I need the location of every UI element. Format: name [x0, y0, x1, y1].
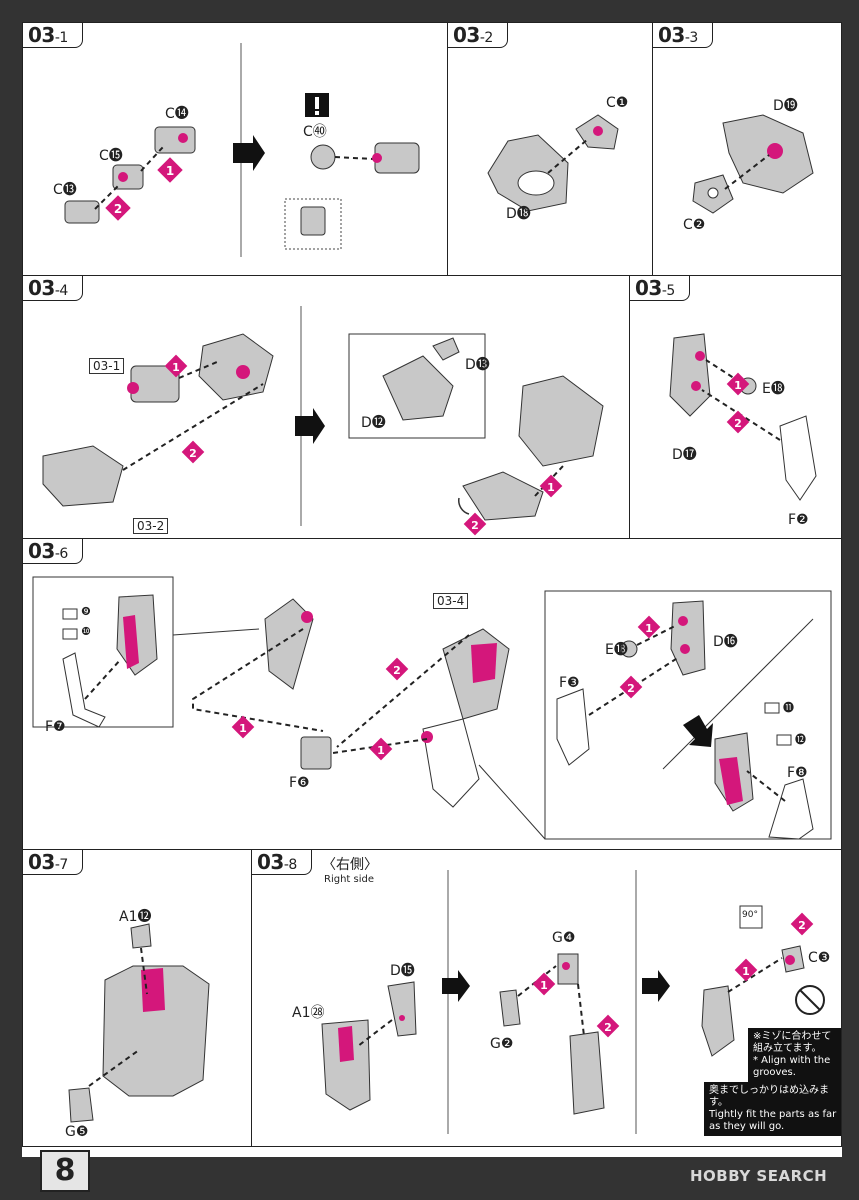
- step-label: 03-8: [252, 850, 312, 875]
- ref-03-2: 03-2: [133, 518, 169, 534]
- step-03-5-illustration: 1 2: [669, 333, 817, 501]
- label-g2: G❷: [490, 1036, 514, 1052]
- ref-03-1: 03-1: [89, 358, 125, 374]
- watermark: HOBBY SEARCH: [690, 1167, 828, 1185]
- label-c3: C❸: [808, 950, 831, 966]
- sticker-11: ⓫: [783, 701, 794, 714]
- step-03-4-panel: 03-4 1 2: [22, 275, 630, 539]
- label-d16: D⓰: [713, 634, 738, 650]
- groove-note-jp: ※ミゾに合わせて組み立てます。: [753, 1031, 832, 1054]
- label-d17: D⓱: [672, 447, 697, 463]
- sticker-icon: [62, 628, 78, 640]
- svg-text:1: 1: [547, 481, 555, 494]
- svg-text:2: 2: [604, 1021, 612, 1034]
- svg-text:1: 1: [166, 164, 174, 178]
- step-03-8-panel: 03-8 〈右側〉 Right side 1: [251, 849, 842, 1147]
- tight-fit-note-jp: 奥までしっかりはめ込みます。: [709, 1085, 829, 1108]
- label-g5: G❺: [65, 1124, 89, 1140]
- label-a1-28: A1㉘: [292, 1005, 325, 1021]
- tight-fit-note: 奥までしっかりはめ込みます。 Tightly fit the parts as …: [704, 1082, 841, 1136]
- label-e18: E⓲: [605, 642, 628, 658]
- sticker-9: ❾: [81, 605, 91, 618]
- label-f8: F❽: [787, 765, 808, 781]
- step-03-2-panel: 03-2 C❶ D⓲: [447, 22, 653, 276]
- label-d13: D⓭: [465, 357, 490, 373]
- svg-text:1: 1: [172, 361, 180, 374]
- part-c13: [64, 200, 100, 224]
- step-label: 03-1: [23, 23, 83, 48]
- label-d15: D⓯: [390, 963, 415, 979]
- label-e18: E⓲: [762, 381, 785, 397]
- step-03-2-illustration: [487, 114, 619, 212]
- label-c2: C❷: [683, 217, 706, 233]
- tight-fit-note-en: Tightly fit the parts as far as they wil…: [709, 1109, 837, 1132]
- label-a1-12: A1⓬: [119, 909, 152, 925]
- label-d19: D⓳: [773, 98, 798, 114]
- sticker-12: ⓬: [795, 733, 806, 746]
- groove-note-en: * Align with the grooves.: [753, 1055, 831, 1078]
- groove-note: ※ミゾに合わせて組み立てます。 * Align with the grooves…: [748, 1028, 841, 1082]
- svg-text:2: 2: [114, 202, 122, 216]
- sticker-icon: [764, 702, 780, 714]
- next-arrow-icon: [442, 970, 470, 1002]
- next-arrow-icon: [642, 970, 670, 1002]
- label-f6: F❻: [289, 775, 310, 791]
- step-03-1-panel: 03-1 1 2: [22, 22, 448, 276]
- label-d18: D⓲: [506, 206, 531, 222]
- label-c40: C㊵: [303, 124, 327, 140]
- svg-text:1: 1: [742, 965, 750, 978]
- step-03-8-illustration: 1 2 1 2: [321, 870, 825, 1134]
- svg-text:1: 1: [734, 379, 742, 392]
- step-03-7-illustration: [68, 923, 210, 1123]
- angle-label: 90°: [742, 910, 758, 920]
- label-f2: F❷: [788, 512, 809, 528]
- rotate-icon: [458, 497, 470, 515]
- step-label: 03-4: [23, 276, 83, 301]
- label-c14: C⓮: [165, 106, 189, 122]
- step-label: 03-3: [653, 23, 713, 48]
- label-c13: C⓭: [53, 182, 77, 198]
- step-label: 03-7: [23, 850, 83, 875]
- sticker-icon: [776, 734, 792, 746]
- svg-text:1: 1: [645, 622, 653, 635]
- instruction-sheet: 03-1 1 2: [22, 22, 842, 1157]
- label-g4: G❹: [552, 930, 576, 946]
- svg-text:2: 2: [189, 447, 197, 460]
- step-03-7-panel: 03-7 A1⓬ G❺: [22, 849, 252, 1147]
- svg-text:2: 2: [471, 519, 479, 532]
- step-03-6-panel: 03-6 1 2: [22, 538, 842, 850]
- label-f3: F❸: [559, 675, 580, 691]
- sticker-10: ❿: [81, 625, 91, 638]
- step-03-5-panel: 03-5 1 2 E⓲ D⓱ F❷: [629, 275, 842, 539]
- label-f7: F❼: [45, 719, 66, 735]
- step-03-1-illustration: 1 2: [64, 43, 420, 257]
- side-label-jp: 〈右側〉: [322, 857, 378, 873]
- label-d12: D⓬: [361, 415, 386, 431]
- step-03-3-illustration: [692, 114, 814, 214]
- svg-text:2: 2: [798, 919, 806, 932]
- step-label: 03-6: [23, 539, 83, 564]
- step-label: 03-2: [448, 23, 508, 48]
- ref-03-4: 03-4: [433, 593, 469, 609]
- step-label: 03-5: [630, 276, 690, 301]
- step-03-3-panel: 03-3 D⓳ C❷: [652, 22, 842, 276]
- step-03-6-illustration: 1 2 1 1: [32, 576, 832, 840]
- label-c1: C❶: [606, 95, 629, 111]
- svg-text:1: 1: [239, 722, 247, 735]
- step-03-4-illustration: 1 2 1 2: [42, 306, 604, 536]
- side-label-en: Right side: [324, 874, 374, 885]
- next-arrow-icon: [233, 135, 265, 171]
- svg-text:2: 2: [734, 417, 742, 430]
- sticker-icon: [62, 608, 78, 620]
- label-c15: C⓯: [99, 148, 123, 164]
- svg-text:2: 2: [393, 664, 401, 677]
- page-number: 8: [40, 1150, 90, 1192]
- svg-text:2: 2: [627, 682, 635, 695]
- svg-text:1: 1: [540, 979, 548, 992]
- svg-text:1: 1: [377, 744, 385, 757]
